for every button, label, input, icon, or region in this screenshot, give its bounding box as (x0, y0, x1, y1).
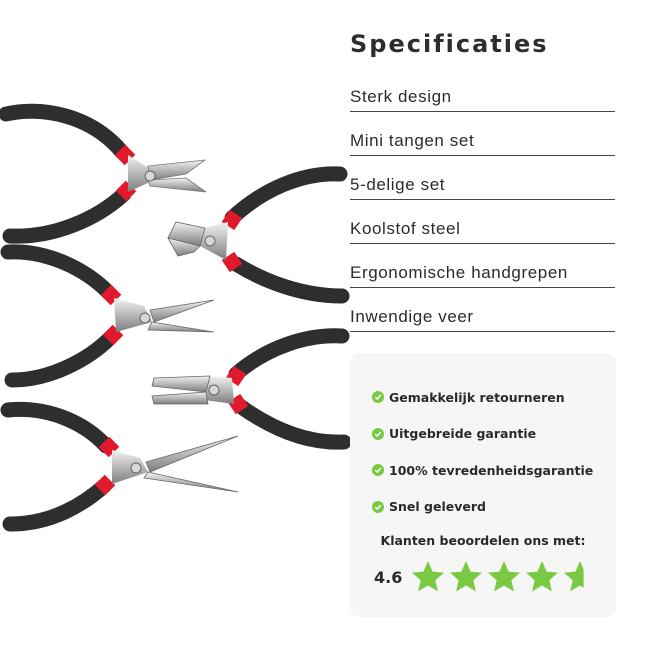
spec-item: Sterk design (350, 68, 615, 112)
star-rating (410, 559, 600, 595)
check-circle-icon (372, 500, 384, 513)
rating-title: Klanten beoordelen ons met: (380, 533, 586, 548)
spec-item: Ergonomische handgrepen (350, 244, 615, 288)
long-nose-plier (0, 401, 239, 532)
trust-card: Gemakkelijk retourneren Uitgebreide gara… (350, 353, 616, 617)
needle-nose-plier (0, 244, 215, 388)
star-icon (450, 561, 483, 592)
spec-item: Inwendige veer (350, 288, 615, 332)
specifications-title: Specificaties (350, 30, 549, 58)
trust-item-label: 100% tevredenheidsgarantie (389, 462, 594, 478)
star-icon (526, 561, 559, 592)
rating-value: 4.6 (374, 567, 403, 587)
rating-row: 4.6 (374, 559, 600, 595)
trust-item-returns: Gemakkelijk retourneren (372, 379, 593, 416)
trust-item-satisfaction: 100% tevredenheidsgarantie (372, 452, 593, 489)
check-circle-icon (372, 464, 384, 477)
star-icon (488, 561, 521, 592)
trust-item-label: Gemakkelijk retourneren (389, 389, 565, 405)
trust-item-label: Snel geleverd (389, 499, 486, 515)
star-icon (412, 561, 445, 592)
trust-item-delivery: Snel geleverd (372, 489, 593, 526)
star-icon (564, 561, 584, 592)
end-cutter-plier (167, 166, 350, 304)
check-circle-icon (372, 427, 384, 440)
spec-item: Koolstof steel (350, 200, 615, 244)
spec-item: Mini tangen set (350, 112, 615, 156)
spec-item: 5-delige set (350, 156, 615, 200)
check-circle-icon (372, 391, 384, 404)
trust-item-warranty: Uitgebreide garantie (372, 416, 593, 453)
product-image-pliers (0, 103, 350, 532)
trust-item-label: Uitgebreide garantie (389, 426, 537, 442)
trust-list: Gemakkelijk retourneren Uitgebreide gara… (372, 379, 593, 525)
diagonal-cutter-plier (0, 103, 207, 244)
specifications-list: Sterk design Mini tangen set 5-delige se… (350, 68, 615, 332)
combination-plier (151, 328, 350, 450)
